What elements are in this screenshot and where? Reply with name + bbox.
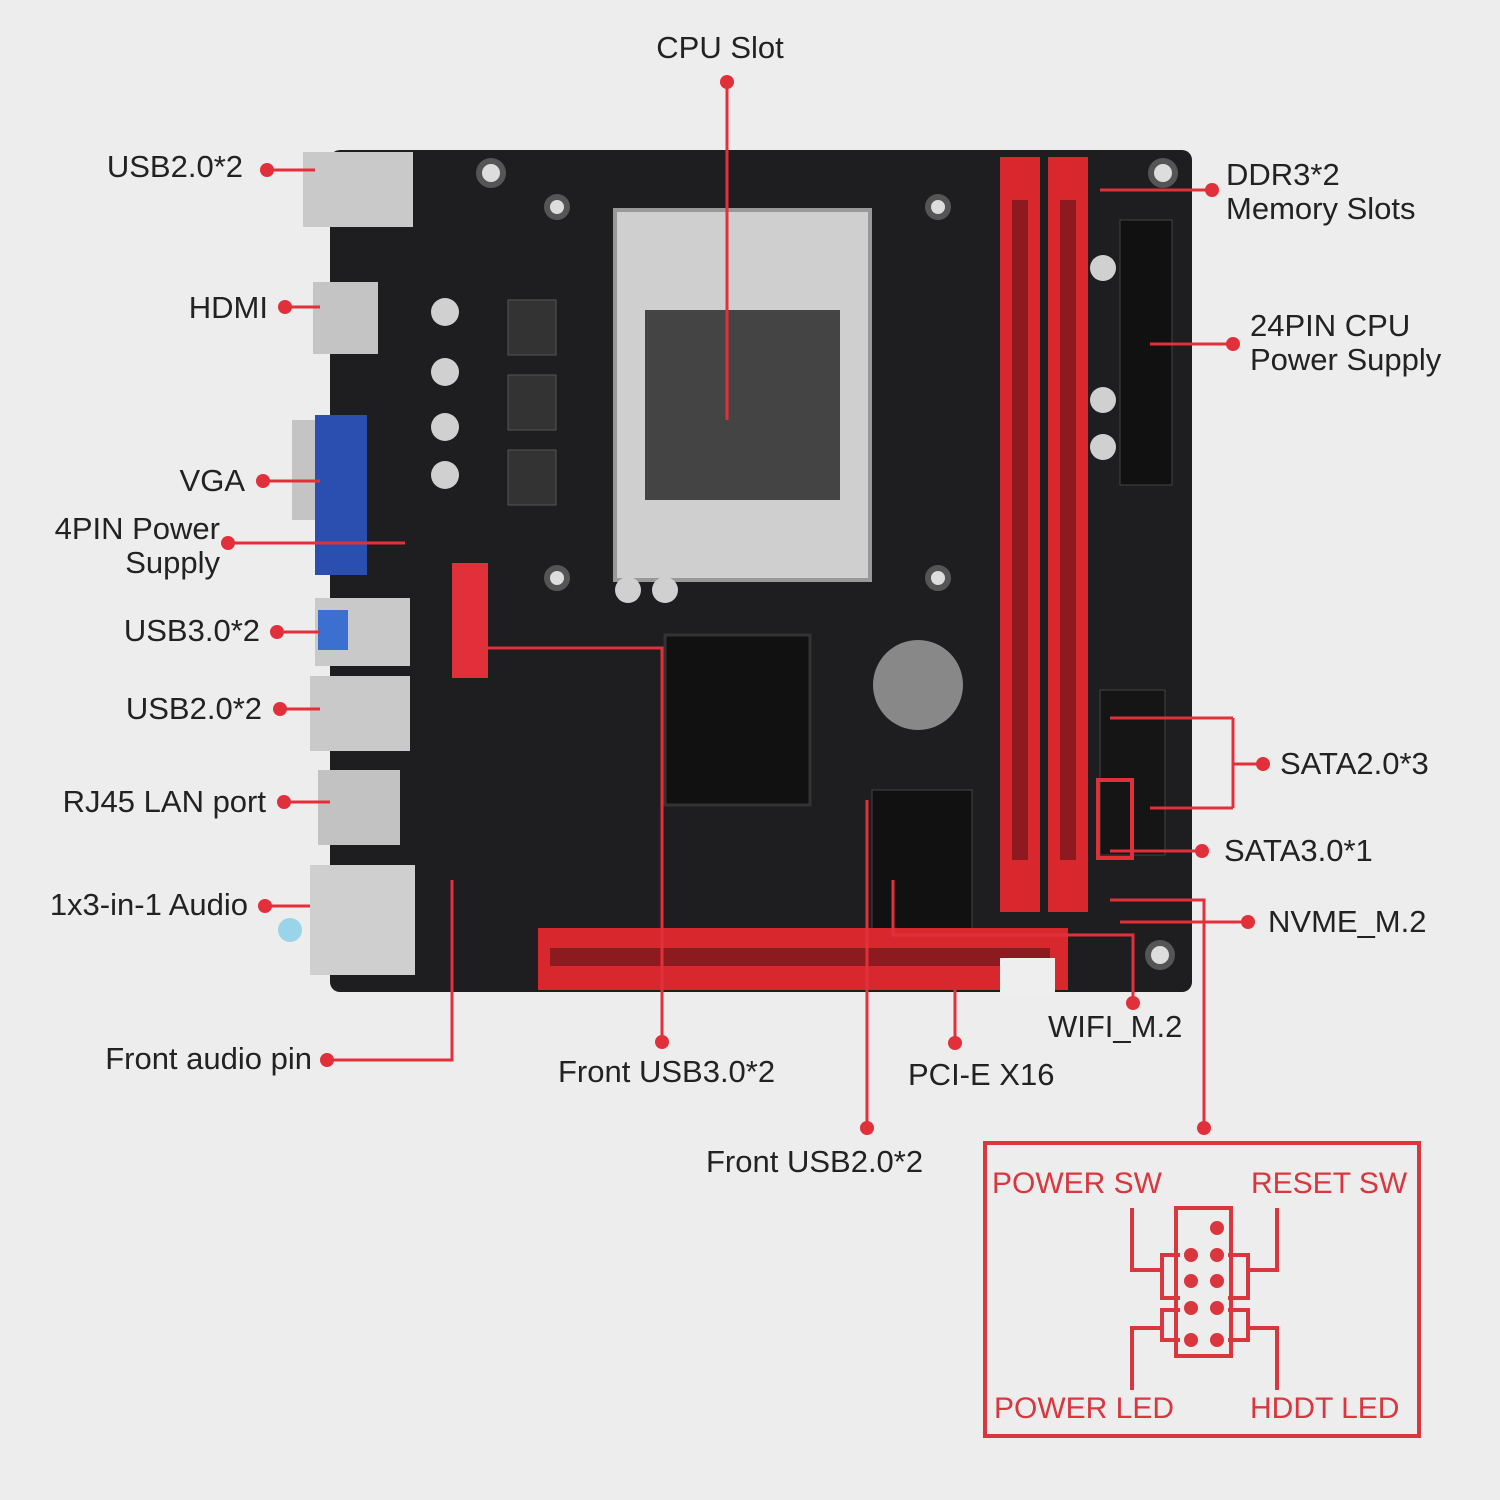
- usb2-port-mid: [310, 676, 410, 751]
- m2-slot: [871, 789, 973, 931]
- mounting-holes: [476, 158, 1178, 970]
- label-ddr3-line2: Memory Slots: [1226, 191, 1416, 226]
- label-pcie: PCI-E X16: [908, 1057, 1055, 1092]
- rj45-port: [318, 770, 400, 845]
- atx-24pin-connector: [1119, 219, 1173, 486]
- label-sata3: SATA3.0*1: [1224, 833, 1373, 868]
- label-hdmi: HDMI: [188, 290, 268, 325]
- label-audio: 1x3-in-1 Audio: [49, 887, 248, 922]
- label-usb3: USB3.0*2: [123, 613, 260, 648]
- front-usb3-header: [452, 563, 488, 678]
- label-24pin-line1: 24PIN CPU: [1250, 308, 1411, 343]
- label-24pin-line2: Power Supply: [1250, 342, 1442, 377]
- usb2-port-top: [303, 152, 413, 227]
- vrm-chokes: [507, 299, 557, 506]
- label-reset-sw: RESET SW: [1251, 1167, 1408, 1200]
- label-power-led: POWER LED: [994, 1392, 1175, 1425]
- label-power-sw: POWER SW: [992, 1167, 1162, 1200]
- rear-io-ports: [278, 152, 415, 975]
- label-front-audio: Front audio pin: [105, 1041, 312, 1076]
- leader-lines: [228, 82, 1263, 1128]
- label-vga: VGA: [179, 463, 245, 498]
- label-nvme-m2: NVME_M.2: [1268, 904, 1427, 939]
- sata3-port: [1096, 778, 1134, 860]
- hdmi-port: [313, 282, 378, 354]
- label-ddr3-line1: DDR3*2: [1226, 157, 1340, 192]
- cpu-socket-cover: [645, 310, 840, 500]
- front-panel-pins: [1184, 1221, 1224, 1347]
- audio-jack: [310, 865, 415, 975]
- label-usb2-top: USB2.0*2: [106, 149, 243, 184]
- label-front-usb2: Front USB2.0*2: [706, 1144, 924, 1179]
- chipset-heatsink: [663, 633, 812, 807]
- label-wifi-m2: WIFI_M.2: [1048, 1009, 1183, 1044]
- label-usb2-mid: USB2.0*2: [125, 691, 262, 726]
- label-cpu-slot: CPU Slot: [656, 30, 784, 65]
- label-sata2: SATA2.0*3: [1280, 746, 1429, 781]
- label-4pin-line1: 4PIN Power: [54, 511, 220, 546]
- label-4pin-line2: Supply: [125, 545, 220, 580]
- label-hddt-led: HDDT LED: [1250, 1392, 1400, 1425]
- label-rj45: RJ45 LAN port: [62, 784, 266, 819]
- label-front-usb3: Front USB3.0*2: [558, 1054, 776, 1089]
- label-dots: [221, 75, 1270, 1135]
- front-panel-pinout: [983, 1141, 1421, 1438]
- cmos-battery: [873, 640, 963, 730]
